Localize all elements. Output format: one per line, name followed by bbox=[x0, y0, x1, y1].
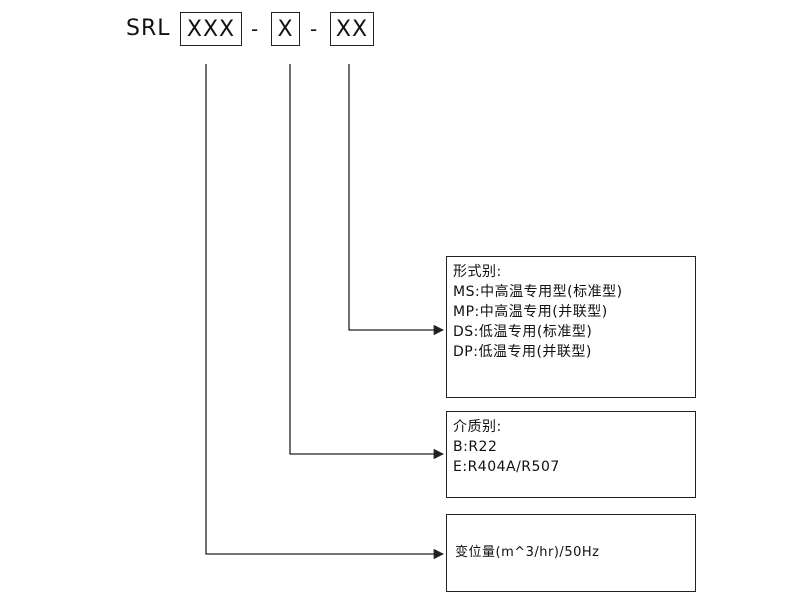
displacement-label: 变位量(m^3/hr)/50Hz bbox=[455, 545, 600, 560]
type-option: DS:低温专用(标准型) bbox=[453, 324, 593, 340]
model-prefix: SRL bbox=[126, 16, 171, 41]
refrigerant-option: B:R22 bbox=[453, 439, 498, 455]
displacement-description-box: 变位量(m^3/hr)/50Hz bbox=[446, 514, 696, 592]
refrigerant-title: 介质别: bbox=[453, 419, 502, 435]
type-title: 形式别: bbox=[453, 264, 502, 280]
separator-dash: - bbox=[310, 17, 318, 41]
separator-dash: - bbox=[251, 17, 259, 41]
refrigerant-option: E:R404A/R507 bbox=[453, 459, 560, 475]
type-option: MS:中高温专用型(标准型) bbox=[453, 284, 623, 300]
type-option: DP:低温专用(并联型) bbox=[453, 344, 592, 360]
connector-displacement bbox=[205, 64, 445, 560]
code-segment-displacement: XXX bbox=[180, 12, 242, 46]
type-description-box: 形式别: MS:中高温专用型(标准型) MP:中高温专用(并联型) DS:低温专… bbox=[446, 256, 696, 398]
refrigerant-description-box: 介质别: B:R22 E:R404A/R507 bbox=[446, 411, 696, 498]
code-segment-refrigerant: X bbox=[271, 12, 300, 46]
code-segment-type: XX bbox=[330, 12, 374, 46]
connector-type bbox=[348, 64, 445, 336]
connector-refrigerant bbox=[289, 64, 445, 460]
type-option: MP:中高温专用(并联型) bbox=[453, 304, 608, 320]
